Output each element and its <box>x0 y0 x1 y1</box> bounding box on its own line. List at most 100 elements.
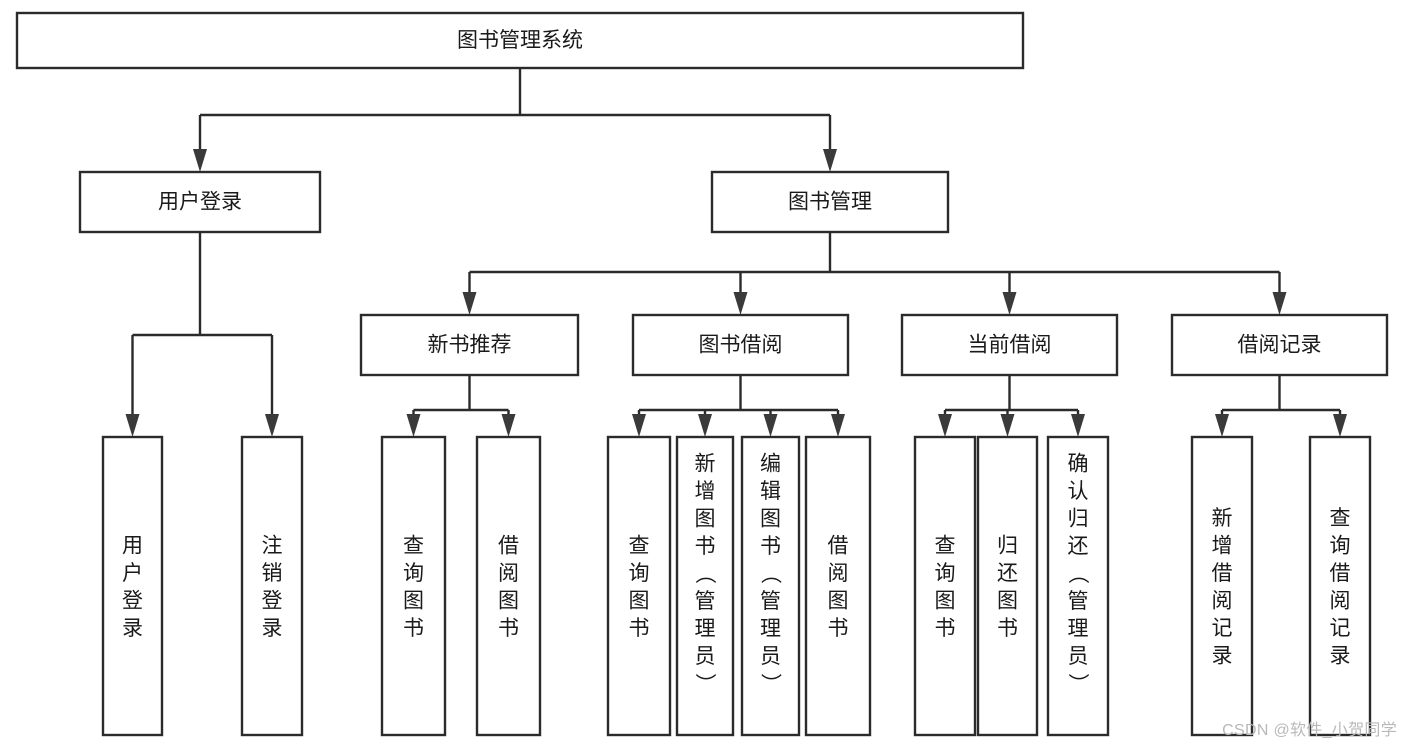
arrow-head-icon <box>1071 414 1085 437</box>
node-box <box>1308 435 1372 737</box>
node-label-char: 登 <box>262 589 283 612</box>
node-label: 图书管理 <box>788 191 872 214</box>
node-label-char: 录 <box>262 617 283 640</box>
node-label-char: 员 <box>1068 645 1089 668</box>
node-book-borrow[interactable]: 图书借阅 <box>631 313 850 377</box>
node-box <box>1190 435 1254 737</box>
node-label-char: 管 <box>695 590 716 613</box>
node-box <box>380 435 447 737</box>
node-box <box>900 313 1119 377</box>
node-label-char: 借 <box>1330 562 1351 585</box>
node-label-char: 阅 <box>1212 589 1233 612</box>
node-borrow-record[interactable]: 借阅记录 <box>1170 313 1389 377</box>
arrow-head-icon <box>406 414 421 437</box>
node-box <box>606 435 672 737</box>
node-label-char: 查 <box>403 534 424 557</box>
node-label-char: ） <box>759 673 782 694</box>
node-box <box>976 435 1039 737</box>
node-label-char: 书 <box>629 617 650 640</box>
node-label-char: 询 <box>403 562 424 585</box>
arrow-head-icon <box>632 414 646 437</box>
node-book-manage[interactable]: 图书管理 <box>710 170 950 234</box>
node-label-char: 管 <box>760 590 781 613</box>
arrow-head-icon <box>462 292 477 315</box>
node-label-char: 询 <box>1330 534 1351 557</box>
arrow-head-icon <box>763 414 778 437</box>
connector-layer <box>125 68 1347 437</box>
node-label-char: 增 <box>1212 534 1233 557</box>
node-box <box>631 313 850 377</box>
node-new-book-recommend[interactable]: 新书推荐 <box>359 313 580 377</box>
node-label-char: 图 <box>695 507 716 530</box>
node-user-login[interactable]: 用户登录 <box>78 170 322 234</box>
node-label-char: 借 <box>498 534 519 557</box>
arrow-head-icon <box>1272 292 1287 315</box>
node-label-char: 认 <box>1068 480 1089 503</box>
node-label-char: 借 <box>1212 562 1233 585</box>
node-label-char: 理 <box>760 617 781 640</box>
node-label-char: 新 <box>1212 507 1233 530</box>
node-label-char: 户 <box>122 562 143 585</box>
node-label-char: 书 <box>828 617 849 640</box>
node-label-char: 录 <box>1330 644 1351 667</box>
node-box <box>710 170 950 234</box>
node-box <box>475 435 542 737</box>
node-label-char: 确 <box>1068 452 1089 475</box>
node-root[interactable]: 图书管理系统 <box>15 11 1025 70</box>
node-current-borrow[interactable]: 当前借阅 <box>900 313 1119 377</box>
node-label-char: 用 <box>122 534 143 557</box>
csdn-watermark: CSDN @软件_小贺同学 <box>1222 722 1397 739</box>
node-label-char: 注 <box>262 534 283 557</box>
node-box <box>15 11 1025 70</box>
node-label-char: 书 <box>760 535 781 558</box>
node-label-char: 理 <box>1068 617 1089 640</box>
arrow-head-icon <box>698 414 712 437</box>
node-label-char: 销 <box>262 562 283 585</box>
node-label-char: 借 <box>828 534 849 557</box>
node-box <box>359 313 580 377</box>
node-box <box>240 435 304 737</box>
node-label-char: 归 <box>997 534 1018 557</box>
arrow-head-icon <box>501 414 516 437</box>
node-label-char: 查 <box>629 534 650 557</box>
node-label: 图书借阅 <box>699 334 783 357</box>
node-label-char: （ <box>759 563 782 584</box>
node-label-char: 书 <box>498 617 519 640</box>
node-label-char: 录 <box>122 617 143 640</box>
node-label-char: 查 <box>1330 507 1351 530</box>
node-label-char: 书 <box>997 617 1018 640</box>
arrow-head-icon <box>1333 414 1347 437</box>
node-label-char: 记 <box>1212 617 1233 640</box>
arrow-head-icon <box>1215 414 1229 437</box>
node-label-char: 录 <box>1212 644 1233 667</box>
node-label-char: ） <box>1066 673 1089 694</box>
node-label-char: 图 <box>997 589 1018 612</box>
node-label-char: 查 <box>935 534 956 557</box>
node-leaf-user-login[interactable]: 用户登录 <box>101 435 164 737</box>
node-box <box>78 170 322 234</box>
node-label-char: 员 <box>760 645 781 668</box>
node-label-char: 书 <box>695 535 716 558</box>
arrow-head-icon <box>733 292 748 315</box>
node-label-char: 登 <box>122 589 143 612</box>
node-label-char: 阅 <box>828 562 849 585</box>
arrow-head-icon <box>823 149 837 172</box>
node-label-char: 员 <box>695 645 716 668</box>
node-label-char: 阅 <box>498 562 519 585</box>
node-label: 图书管理系统 <box>457 29 583 52</box>
node-label-char: 新 <box>695 452 716 475</box>
